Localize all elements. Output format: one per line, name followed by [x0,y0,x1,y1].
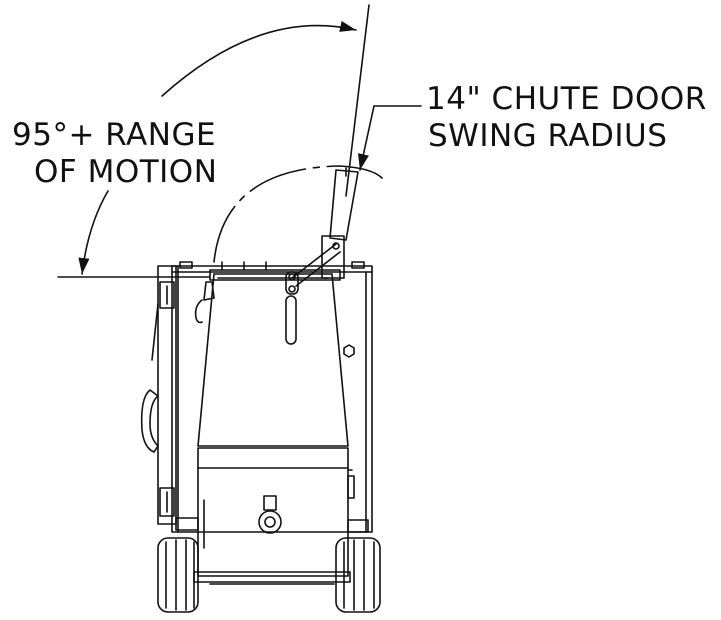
upper-dimension-arc [161,20,357,97]
left-wheel [157,537,199,613]
lower-dimension-arc [78,190,109,275]
chute-slot [285,295,297,345]
chute-door-leader [357,105,422,171]
chute-top-rail [209,261,341,281]
lower-cabinet [197,447,355,577]
wheel-axle-brackets [175,517,369,533]
side-bolt-hex [343,344,355,358]
door-swing-radius-arc [213,165,383,263]
range-of-motion-dimension [57,4,370,278]
hopper-chute [197,273,349,447]
range-of-motion-label-line2: OF MOTION [34,154,218,190]
range-of-motion-label-line1: 95°+ RANGE [12,117,217,153]
rear-handle [140,389,159,453]
open-door-extension-line [345,4,370,197]
outlet-knob [258,510,282,534]
right-wheel [335,537,381,613]
machine-side-panel [171,261,373,533]
base-frame [193,571,351,585]
chute-door-mechanism [285,167,359,295]
rear-frame [140,265,177,525]
chute-lock-lever [194,281,215,324]
chute-door-label-line1: 14" CHUTE DOOR [426,81,707,117]
chute-door-label-line2: SWING RADIUS [428,118,668,154]
